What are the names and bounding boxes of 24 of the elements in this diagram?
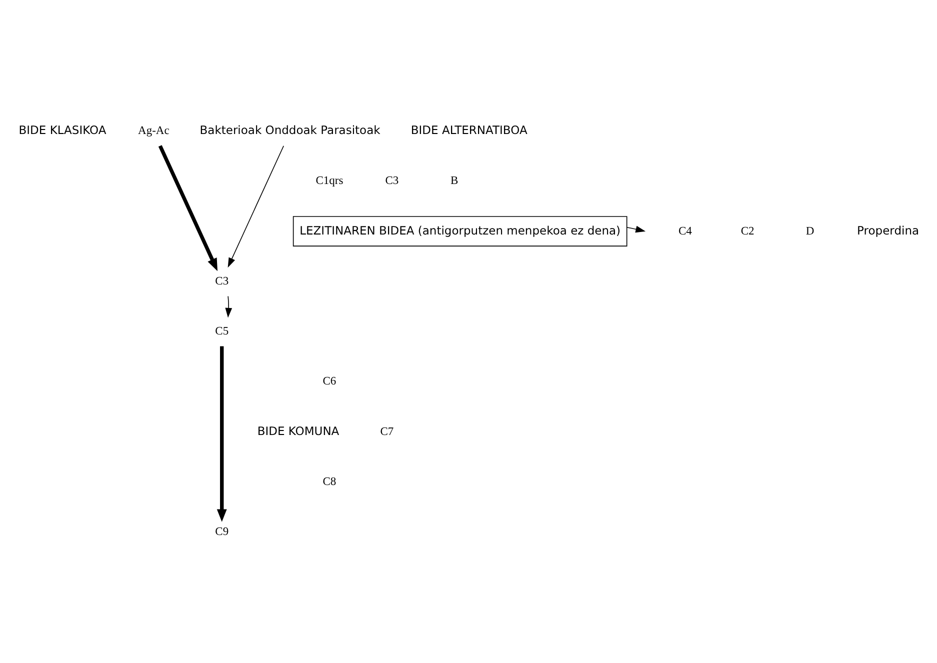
node-text: C5 (215, 326, 229, 338)
label: C4 (678, 225, 692, 238)
arrow (228, 145, 284, 268)
label: C2 (740, 225, 754, 238)
label: D (806, 225, 814, 238)
node-text: Bakterioak Onddoak Parasitoak (200, 123, 380, 138)
node-text: C9 (215, 526, 229, 538)
label: C1qrs (316, 175, 344, 188)
label: C7 (380, 426, 394, 438)
arrow (158, 145, 218, 272)
arrow (216, 346, 227, 522)
arrow (225, 296, 232, 318)
arrow (626, 226, 646, 233)
label: BIDE KLASIKOA (18, 123, 106, 138)
label: B (450, 175, 458, 188)
label: Properdina (857, 223, 920, 238)
label: C8 (322, 476, 336, 488)
node-box: LEZITINAREN BIDEA (antigorputzen menpekoa ez dena) (292, 216, 628, 246)
label: BIDE ALTERNATIBOA (410, 123, 528, 138)
node-text: Ag-Ac (138, 125, 170, 138)
label: BIDE KOMUNA (257, 424, 340, 438)
label: C3 (385, 175, 399, 188)
label: C6 (322, 376, 336, 388)
node-text: C3 (215, 275, 229, 288)
